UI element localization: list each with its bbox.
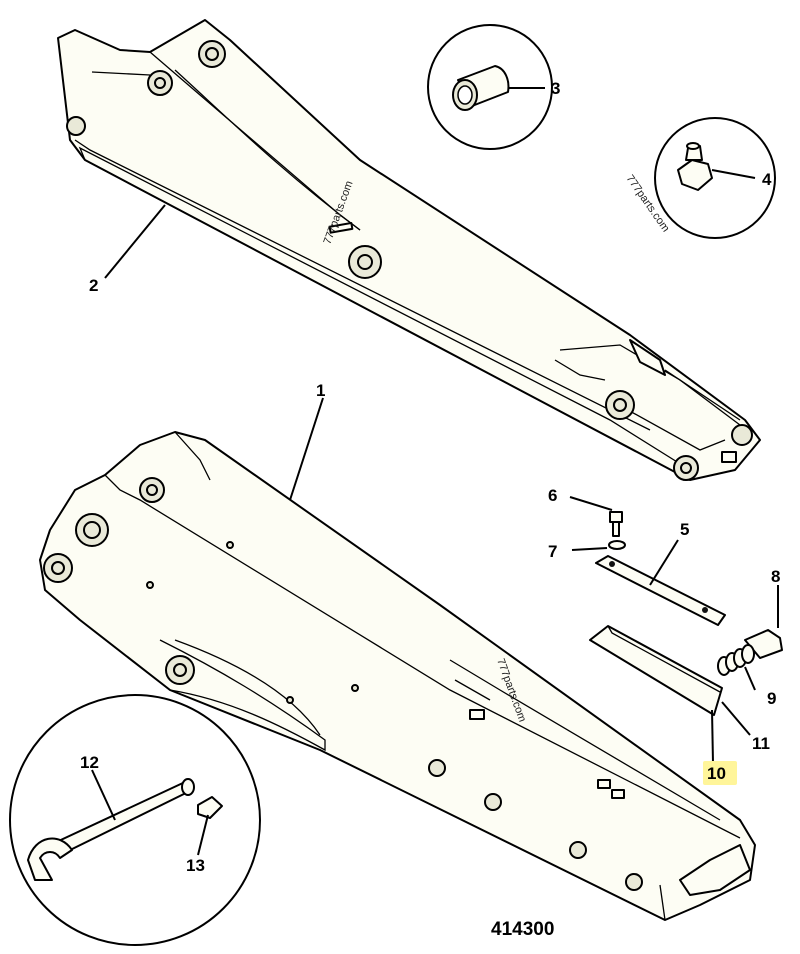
callout-10[interactable]: 10 [707,764,726,783]
upper-boom-part-2[interactable] [57,19,761,481]
callout-2[interactable]: 2 [89,276,98,295]
callout-3[interactable]: 3 [551,79,560,98]
pad-part-10-11[interactable] [589,625,723,716]
callout-1[interactable]: 1 [316,381,325,400]
spring-part-9[interactable] [717,644,755,676]
pin-inset-parts-12-13[interactable] [9,694,261,946]
callout-labels: 1 2 3 4 5 6 7 8 9 10 11 12 13 [80,79,780,875]
callout-9[interactable]: 9 [767,689,776,708]
wear-strip-part-5[interactable] [595,555,726,626]
lower-boom-part-1[interactable] [39,431,756,921]
drawing-number: 414300 [491,919,554,940]
bolt-part-6[interactable] [609,511,623,537]
callout-7[interactable]: 7 [548,542,557,561]
callout-8[interactable]: 8 [771,567,780,586]
callout-12[interactable]: 12 [80,753,99,772]
leader-lines [91,87,779,856]
callout-6[interactable]: 6 [548,486,557,505]
washer-part-7[interactable] [608,540,626,550]
callout-5[interactable]: 5 [680,520,689,539]
bushing-inset-part-3[interactable] [427,24,553,150]
callout-13[interactable]: 13 [186,856,205,875]
callout-10-highlight [703,761,737,785]
callout-4[interactable]: 4 [762,170,772,189]
callout-11[interactable]: 11 [752,734,770,753]
grease-nipple-inset-part-4[interactable] [654,117,776,239]
